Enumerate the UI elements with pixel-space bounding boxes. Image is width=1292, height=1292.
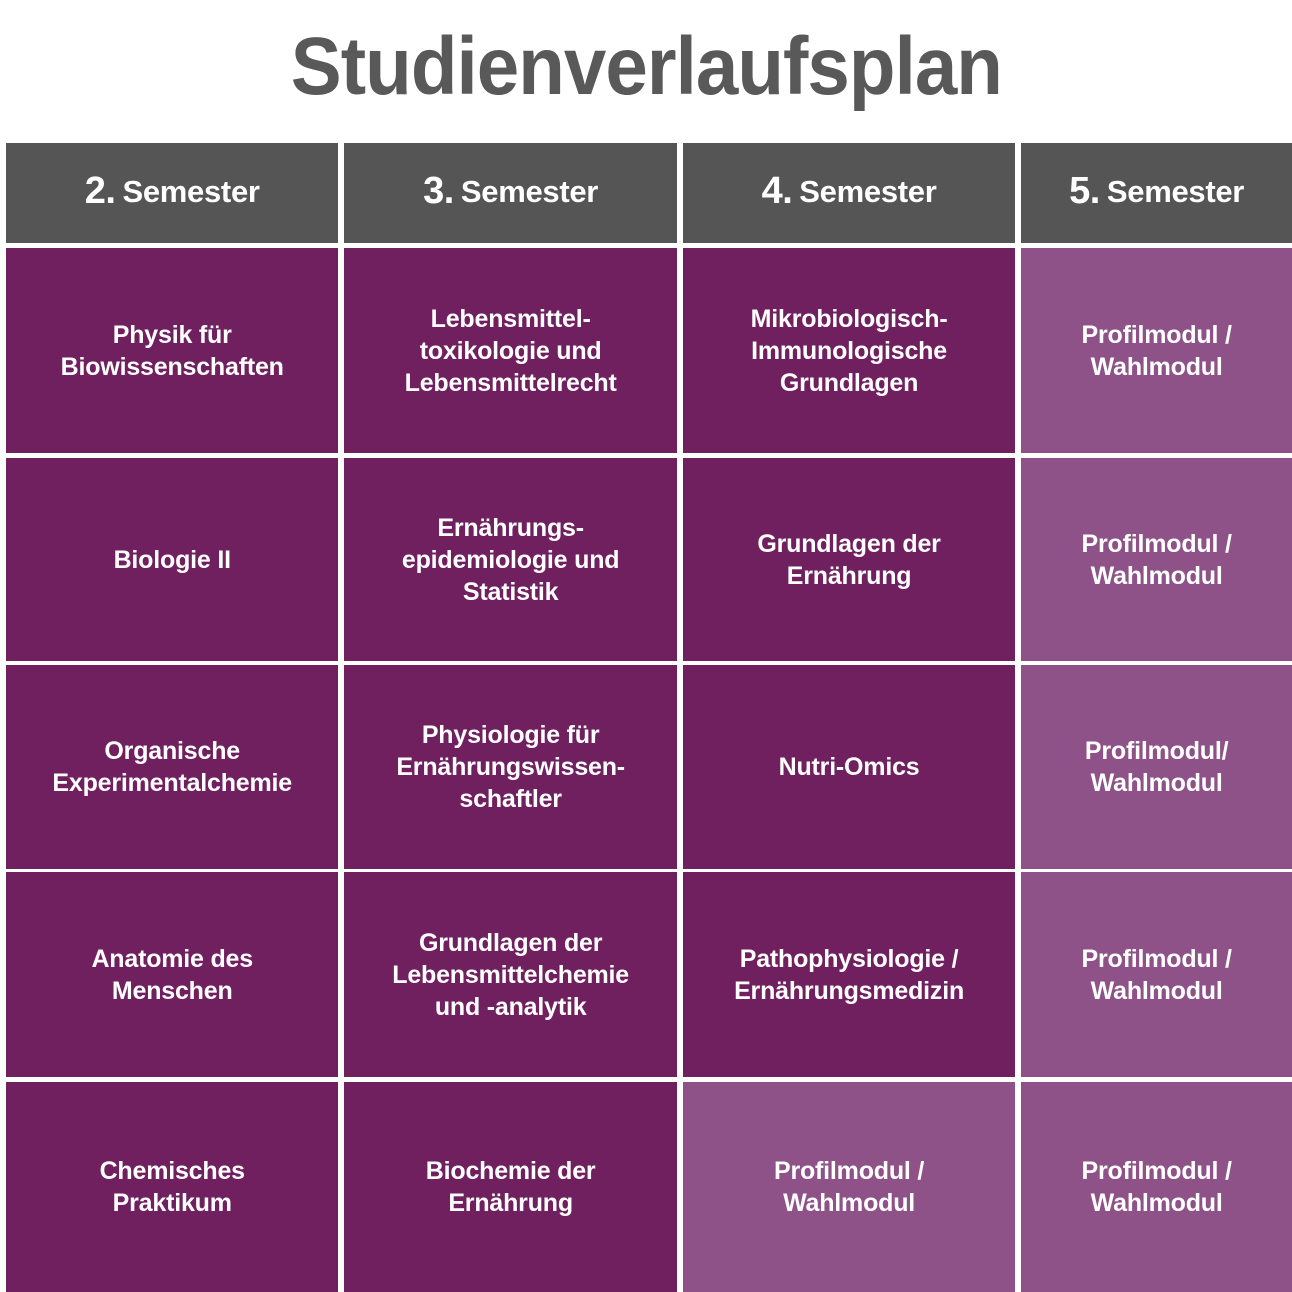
page-title: Studienverlaufsplan — [290, 20, 1002, 112]
module-cell[interactable]: Biochemie der Ernährung — [344, 1082, 677, 1292]
title-bar: Studienverlaufsplan — [0, 0, 1292, 143]
semester-plan-table: 2. Semester 3. Semester 4. Semester 5. S… — [0, 143, 1292, 1292]
module-label: Anatomie des Menschen — [91, 944, 253, 1005]
module-cell[interactable]: Physik für Biowissenschaften — [6, 248, 339, 453]
module-cell[interactable]: Biologie II — [6, 458, 339, 661]
module-label: Pathophysiologie / Ernährungsmedizin — [734, 944, 965, 1005]
module-cell[interactable]: Profilmodul / Wahlmodul — [682, 1082, 1016, 1292]
module-cell[interactable]: Lebensmittel- toxikologie und Lebensmitt… — [344, 248, 677, 453]
semester-number: 4. — [761, 170, 793, 212]
module-label: Profilmodul / Wahlmodul — [773, 1157, 925, 1217]
column-header-semester-2: 2. Semester — [6, 143, 339, 243]
module-cell[interactable]: Profilmodul / Wahlmodul — [1021, 1082, 1292, 1292]
module-cell[interactable]: Organische Experimentalchemie — [6, 665, 339, 869]
column-header-semester-5: 5. Semester — [1021, 143, 1292, 243]
module-label: Profilmodul / Wahlmodul — [1081, 529, 1232, 590]
semester-word: Semester — [1106, 173, 1245, 209]
column-header-semester-4: 4. Semester — [682, 143, 1016, 243]
module-cell[interactable]: Mikrobiologisch- Immunologische Grundlag… — [682, 248, 1016, 453]
module-label: Biologie II — [113, 545, 231, 574]
module-cell[interactable]: Nutri-Omics — [682, 665, 1016, 869]
module-cell[interactable]: Physiologie für Ernährungswissen- schaft… — [344, 665, 677, 869]
table-row: Chemisches Praktikum Biochemie der Ernäh… — [0, 1082, 1292, 1292]
table-row: Biologie II Ernährungs- epidemiologie un… — [0, 458, 1292, 661]
semester-number: 5. — [1069, 170, 1100, 212]
module-cell[interactable]: Profilmodul / Wahlmodul — [1021, 248, 1292, 453]
module-cell[interactable]: Anatomie des Menschen — [6, 872, 339, 1077]
module-label: Grundlagen der Lebensmittelchemie und -a… — [392, 928, 630, 1021]
module-label: Mikrobiologisch- Immunologische Grundlag… — [750, 304, 948, 397]
module-label: Grundlagen der Ernährung — [757, 529, 941, 590]
table-row: Anatomie des Menschen Grundlagen der Leb… — [0, 872, 1292, 1077]
module-label: Chemisches Praktikum — [99, 1157, 245, 1217]
module-label: Biochemie der Ernährung — [425, 1157, 596, 1217]
module-label: Physiologie für Ernährungswissen- schaft… — [396, 721, 625, 813]
table-row: Physik für Biowissenschaften Lebensmitte… — [0, 248, 1292, 453]
module-label: Organische Experimentalchemie — [52, 737, 292, 797]
module-cell[interactable]: Pathophysiologie / Ernährungsmedizin — [682, 872, 1016, 1077]
module-cell[interactable]: Profilmodul / Wahlmodul — [1021, 458, 1292, 661]
semester-word: Semester — [122, 173, 260, 209]
module-cell[interactable]: Profilmodul / Wahlmodul — [1021, 872, 1292, 1077]
module-cell[interactable]: Grundlagen der Lebensmittelchemie und -a… — [344, 872, 677, 1077]
semester-word: Semester — [460, 173, 599, 209]
module-label: Ernährungs- epidemiologie und Statistik — [401, 513, 620, 606]
semester-number: 2. — [84, 170, 116, 212]
module-label: Physik für Biowissenschaften — [60, 320, 284, 381]
module-cell[interactable]: Ernährungs- epidemiologie und Statistik — [344, 458, 677, 661]
semester-word: Semester — [799, 173, 937, 209]
module-label: Profilmodul / Wahlmodul — [1081, 1157, 1232, 1217]
module-cell[interactable]: Chemisches Praktikum — [6, 1082, 339, 1292]
module-cell[interactable]: Profilmodul/ Wahlmodul — [1021, 665, 1292, 869]
module-label: Profilmodul/ Wahlmodul — [1084, 737, 1229, 797]
semester-number: 3. — [423, 170, 454, 212]
module-label: Lebensmittel- toxikologie und Lebensmitt… — [404, 304, 617, 397]
module-label: Nutri-Omics — [778, 753, 920, 781]
table-row: Organische Experimentalchemie Physiologi… — [0, 665, 1292, 869]
module-label: Profilmodul / Wahlmodul — [1081, 320, 1232, 381]
table-header-row: 2. Semester 3. Semester 4. Semester 5. S… — [0, 143, 1292, 243]
column-header-semester-3: 3. Semester — [344, 143, 677, 243]
module-label: Profilmodul / Wahlmodul — [1081, 944, 1232, 1005]
module-cell[interactable]: Grundlagen der Ernährung — [682, 458, 1016, 661]
